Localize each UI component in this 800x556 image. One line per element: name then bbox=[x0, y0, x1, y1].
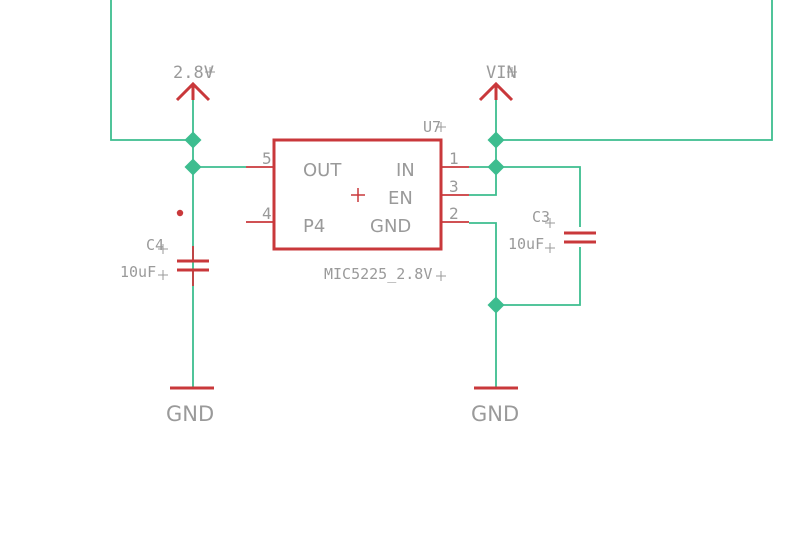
origin-cross-icon bbox=[545, 218, 555, 228]
capacitor-c4[interactable]: C4 10uF bbox=[120, 209, 209, 286]
pin-number: 5 bbox=[262, 149, 272, 168]
pin-name: IN bbox=[396, 160, 415, 181]
wire-top-right-loop[interactable] bbox=[496, 0, 773, 141]
pin-name: OUT bbox=[303, 160, 342, 181]
pin-number: 4 bbox=[262, 204, 272, 223]
pin-number: 2 bbox=[449, 204, 459, 223]
pin-name: P4 bbox=[303, 216, 325, 237]
c4-value-label: 10uF bbox=[120, 263, 156, 281]
gnd-left-symbol[interactable]: GND bbox=[166, 386, 214, 426]
junction-dot bbox=[487, 131, 505, 149]
origin-cross-icon bbox=[436, 271, 446, 281]
capacitor-c3[interactable]: C3 10uF bbox=[508, 208, 596, 253]
origin-cross-icon bbox=[158, 244, 168, 254]
pin-number: 3 bbox=[449, 177, 459, 196]
c4-ref-label: C4 bbox=[146, 236, 164, 254]
c3-ref-label: C3 bbox=[532, 208, 550, 226]
gnd-right-label: GND bbox=[471, 402, 519, 426]
supply-2v8-label: 2.8V bbox=[173, 63, 214, 83]
wire-en-pin[interactable] bbox=[469, 167, 497, 196]
origin-cross-icon bbox=[205, 67, 215, 77]
gnd-right-symbol[interactable]: GND bbox=[471, 386, 519, 426]
junction-dot bbox=[184, 158, 202, 176]
regulator-ref-label: U7 bbox=[423, 118, 441, 136]
wire-in-pin[interactable] bbox=[469, 166, 581, 227]
polarity-dot-icon bbox=[176, 209, 184, 217]
supply-vin-symbol[interactable]: VIN bbox=[478, 63, 517, 102]
pin-name: GND bbox=[370, 216, 411, 237]
c3-value-label: 10uF bbox=[508, 235, 544, 253]
junctions bbox=[184, 131, 505, 314]
wire-top-left-loop[interactable] bbox=[110, 0, 193, 141]
regulator-u7[interactable]: 5 4 1 3 2 OUT P4 IN EN GND U7 MIC5225_2.… bbox=[246, 118, 469, 283]
gnd-left-label: GND bbox=[166, 402, 214, 426]
origin-cross-icon bbox=[158, 270, 168, 280]
junction-dot bbox=[184, 131, 202, 149]
supply-arrow-icon bbox=[478, 81, 514, 102]
origin-cross-icon bbox=[436, 122, 446, 132]
supply-arrow-icon bbox=[175, 81, 211, 102]
regulator-value-label: MIC5225_2.8V bbox=[324, 265, 432, 283]
wire-gnd-pin[interactable] bbox=[469, 222, 497, 388]
part-origin-icon bbox=[351, 188, 365, 202]
origin-cross-icon bbox=[507, 67, 517, 77]
pin-name: EN bbox=[388, 188, 413, 209]
pin-number: 1 bbox=[449, 149, 459, 168]
capacitor-plate-icon bbox=[564, 231, 596, 244]
junction-dot bbox=[487, 158, 505, 176]
wire-c3-to-gnd[interactable] bbox=[496, 247, 581, 306]
junction-dot bbox=[487, 296, 505, 314]
supply-vin-label: VIN bbox=[486, 63, 517, 83]
supply-2v8-symbol[interactable]: 2.8V bbox=[173, 63, 215, 102]
origin-cross-icon bbox=[545, 243, 555, 253]
